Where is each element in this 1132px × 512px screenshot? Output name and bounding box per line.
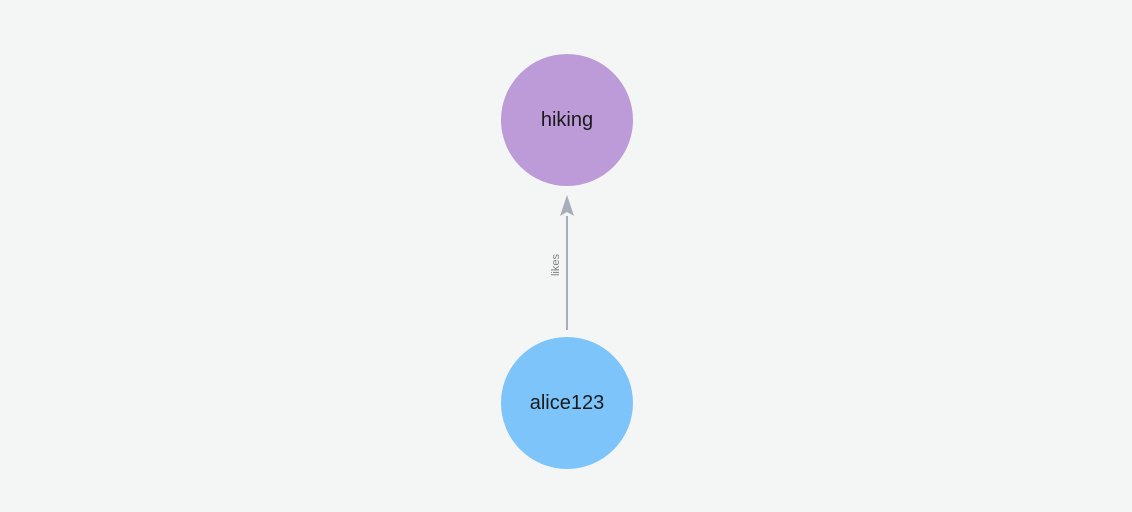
edge-label: likes bbox=[550, 254, 562, 277]
node-circle[interactable] bbox=[501, 337, 633, 469]
node-label: alice123 bbox=[530, 392, 605, 414]
node-label: hiking bbox=[541, 109, 593, 131]
graph-edge[interactable]: likes bbox=[550, 195, 574, 330]
nodes-layer: hiking alice123 bbox=[501, 54, 633, 469]
node-circle[interactable] bbox=[501, 54, 633, 186]
graph-node-alice123[interactable]: alice123 bbox=[501, 337, 633, 469]
edges-layer: likes bbox=[550, 195, 574, 330]
graph-node-hiking[interactable]: hiking bbox=[501, 54, 633, 186]
edge-arrowhead-icon bbox=[560, 195, 574, 216]
